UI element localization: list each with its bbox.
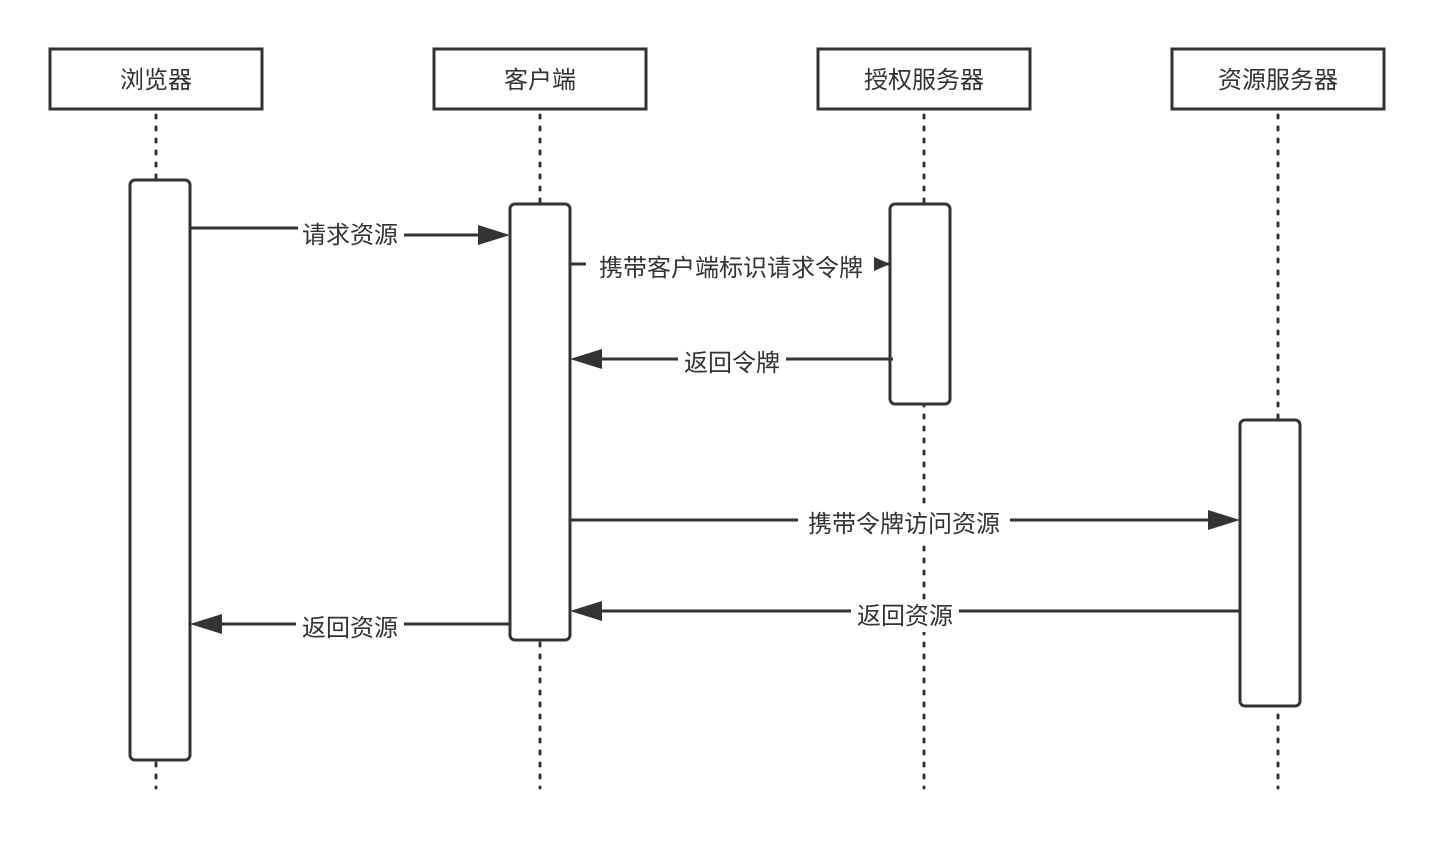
activation-resource xyxy=(1238,418,1302,708)
message-request-token: 携带客户端标识请求令牌 xyxy=(570,252,890,284)
message-request-resource: 请求资源 xyxy=(190,220,510,250)
message-label: 返回令牌 xyxy=(684,349,780,377)
message-label: 携带客户端标识请求令牌 xyxy=(599,254,863,282)
participant-resource-server-label: 资源服务器 xyxy=(1218,66,1338,94)
participant-client: 客户端 xyxy=(432,47,648,111)
message-return-resource-to-browser: 返回资源 xyxy=(190,612,510,644)
message-access-resource: 携带令牌访问资源 xyxy=(570,508,1240,540)
participant-resource-server: 资源服务器 xyxy=(1170,47,1386,111)
arrowhead-left-icon xyxy=(570,349,602,369)
participant-auth-server-label: 授权服务器 xyxy=(864,66,984,94)
activation-client xyxy=(508,202,572,642)
participant-browser: 浏览器 xyxy=(48,47,264,111)
message-label: 请求资源 xyxy=(302,221,398,249)
message-label: 返回资源 xyxy=(857,602,953,630)
participant-auth-server: 授权服务器 xyxy=(816,47,1032,111)
message-return-resource-to-client: 返回资源 xyxy=(570,600,1240,632)
participant-client-label: 客户端 xyxy=(504,66,576,94)
activation-auth xyxy=(888,202,952,406)
message-label: 携带令牌访问资源 xyxy=(808,510,1000,538)
arrowhead-right-icon xyxy=(478,225,510,245)
arrowhead-left-icon xyxy=(190,614,222,634)
participant-browser-label: 浏览器 xyxy=(120,66,192,94)
activation-browser xyxy=(128,178,192,762)
message-label: 返回资源 xyxy=(302,614,398,642)
arrowhead-left-icon xyxy=(570,601,602,621)
arrowhead-right-icon xyxy=(874,257,890,271)
arrowhead-right-icon xyxy=(1208,510,1240,530)
message-return-token: 返回令牌 xyxy=(570,347,893,379)
